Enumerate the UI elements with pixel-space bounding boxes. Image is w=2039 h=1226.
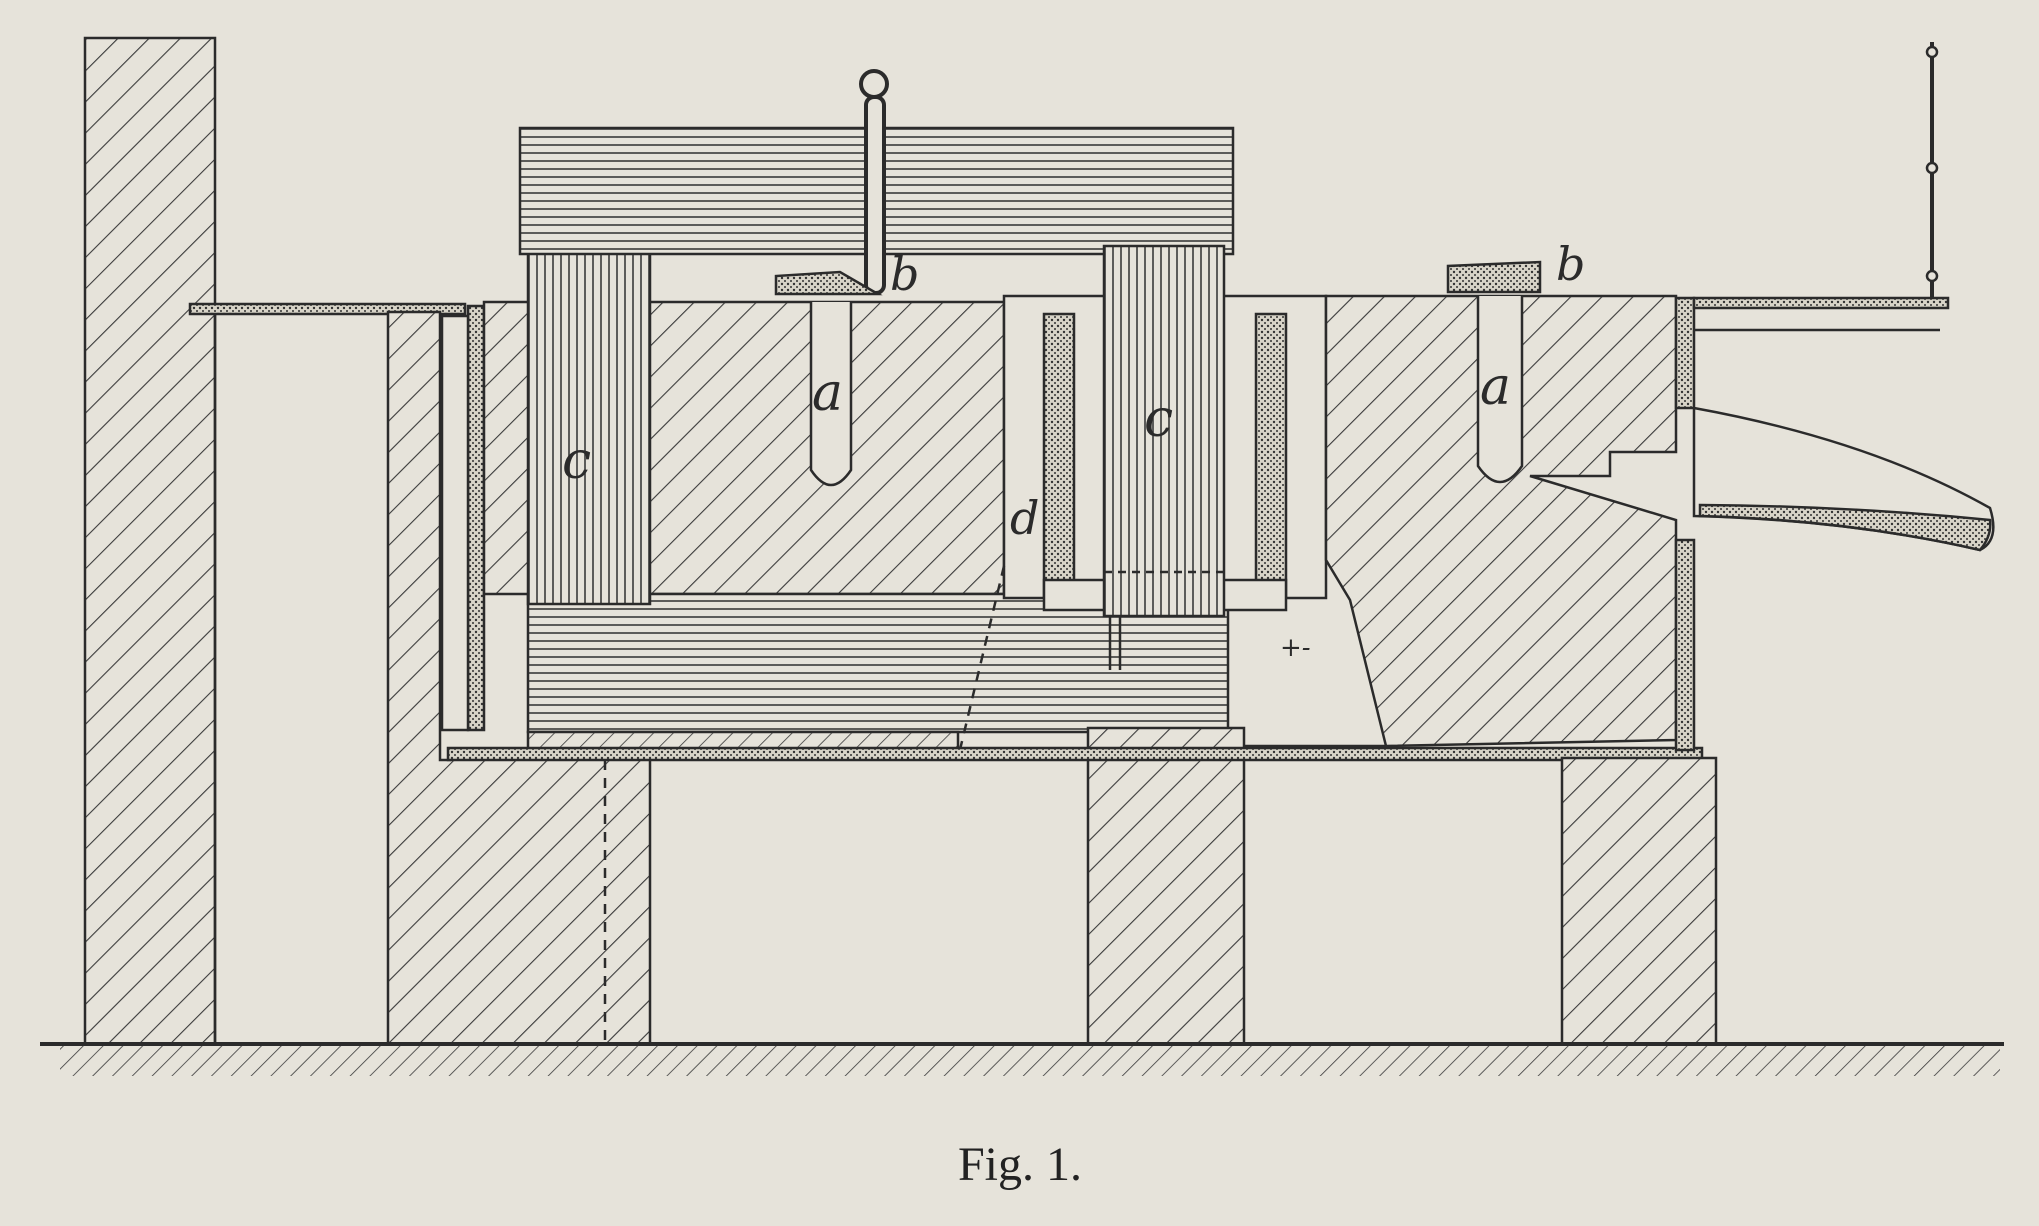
right-masonry — [1324, 294, 1678, 748]
center-pier — [1086, 726, 1246, 1046]
electrode-c-right — [1102, 244, 1226, 618]
left-lining — [466, 304, 486, 732]
tube-a-left — [809, 302, 853, 487]
ground-hatch — [60, 1046, 2000, 1076]
label-b-right: b — [1556, 237, 1585, 291]
tube-a-right — [1476, 296, 1524, 484]
figure-caption: Fig. 1. — [958, 1138, 1082, 1191]
base-plate — [446, 746, 1704, 762]
label-a-right: a — [1480, 357, 1511, 417]
label-a-left: a — [812, 363, 843, 423]
crucible-right-wall — [1254, 312, 1288, 598]
hanger-ring — [859, 69, 889, 99]
label-c-left: c — [562, 431, 591, 491]
cap-b-right — [1446, 260, 1542, 294]
label-b-left: b — [890, 247, 919, 301]
cap-b-left — [774, 270, 883, 296]
label-polarity: +- — [1280, 633, 1311, 663]
electrode-c-left — [526, 244, 652, 606]
label-c-right: c — [1144, 389, 1173, 449]
right-pier — [1560, 756, 1718, 1046]
right-lining — [1674, 296, 1696, 410]
right-cover-plate — [1692, 296, 1950, 310]
left-cover-plate — [188, 302, 467, 316]
label-d: d — [1010, 491, 1039, 545]
crucible-left-wall — [1042, 312, 1076, 598]
left-chimney-wall — [83, 36, 217, 1046]
hanger-rod — [864, 95, 886, 295]
